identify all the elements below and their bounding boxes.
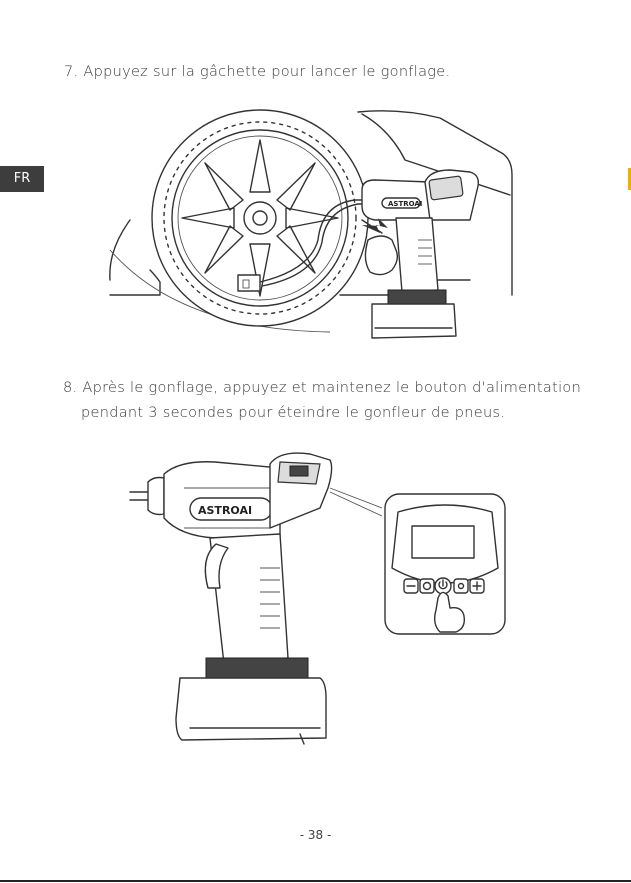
page-number: - 38 - <box>0 828 631 842</box>
brand-logo: ASTROAI <box>388 200 422 208</box>
step-8-number: 8. <box>63 380 77 396</box>
step-7-number: 7. <box>64 64 78 80</box>
step-8-instruction-line1: Après le gonflage, appuyez et maintenez … <box>82 380 581 396</box>
control-panel-callout <box>385 494 505 634</box>
step-7-instruction: Appuyez sur la gâchette pour lancer le g… <box>83 64 450 80</box>
inflation-illustration: ASTROAI <box>100 100 520 355</box>
bottom-rule <box>0 880 631 882</box>
button-row <box>404 578 484 594</box>
power-off-illustration: ASTROAI <box>120 448 510 758</box>
brand-logo-large: ASTROAI <box>198 504 252 517</box>
light-icon <box>454 579 468 593</box>
lcd-display <box>412 526 474 558</box>
step-7-text: 7. Appuyez sur la gâchette pour lancer l… <box>64 64 450 80</box>
language-tab: FR <box>0 166 44 192</box>
gear-icon <box>420 579 434 593</box>
step-8-instruction-line2: pendant 3 secondes pour éteindre le gonf… <box>81 405 505 421</box>
step-8-text-line1: 8. Après le gonflage, appuyez et mainten… <box>63 380 581 396</box>
wheel-icon <box>152 110 368 326</box>
hand-pointer-icon <box>365 236 397 275</box>
